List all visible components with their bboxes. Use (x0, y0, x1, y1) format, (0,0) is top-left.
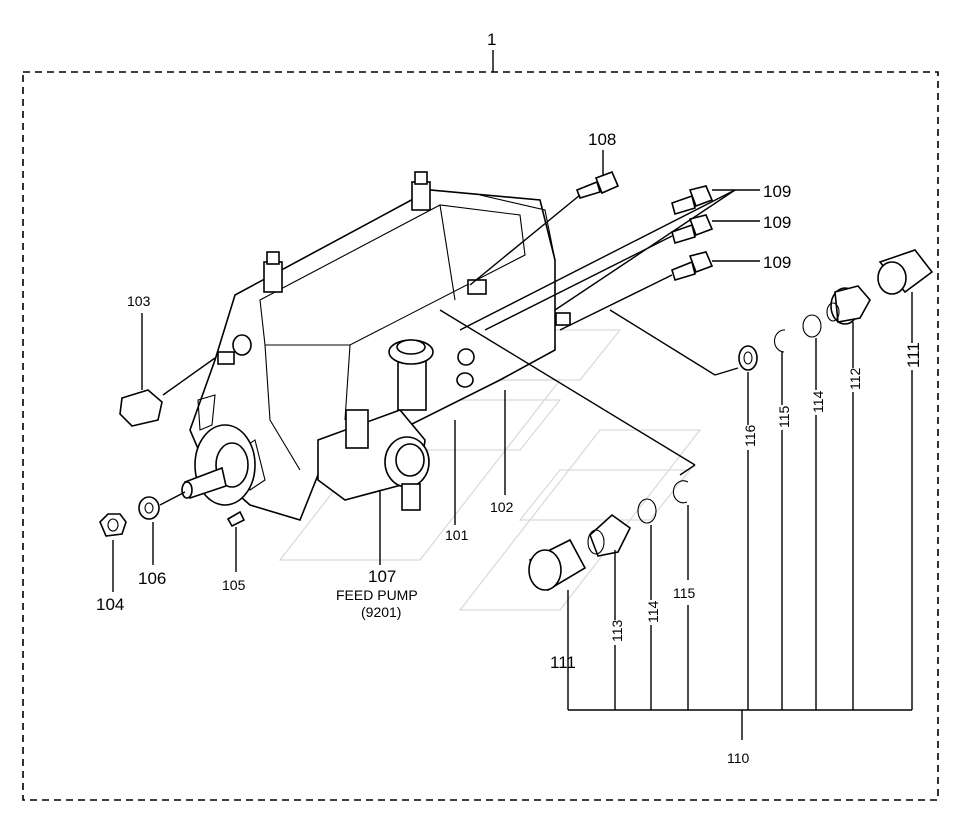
label-116: 116 (742, 424, 758, 447)
label-101: 101 (445, 527, 469, 543)
label-114-lower: 114 (645, 600, 661, 623)
label-112: 112 (847, 367, 863, 390)
label-108: 108 (588, 130, 616, 149)
assembly-frame (22, 71, 939, 801)
part-116-seal (738, 345, 758, 371)
feed-pump (317, 339, 434, 511)
part-108-bolt (575, 170, 620, 199)
injection-pump-body (181, 171, 571, 521)
part-113-nipple (587, 513, 632, 557)
feed-pump-code: (9201) (361, 604, 401, 620)
assembly-callout: 1 (487, 30, 496, 49)
label-115-upper: 115 (776, 405, 792, 428)
label-111-upper: 111 (904, 342, 923, 368)
label-111-lower: 111 (550, 653, 576, 672)
label-102: 102 (490, 499, 514, 515)
label-104: 104 (96, 595, 124, 614)
part-114-o-ring-lower (637, 498, 657, 524)
part-115-snap-ring-upper (773, 329, 786, 353)
label-106: 106 (138, 569, 166, 588)
part-109-bolts (671, 185, 714, 281)
label-110: 110 (727, 750, 750, 766)
part-111-sleeve-upper (877, 249, 934, 295)
label-109-a: 109 (763, 182, 791, 201)
label-103: 103 (127, 293, 151, 309)
part-111-sleeve-lower (528, 538, 587, 592)
label-109-c: 109 (763, 253, 791, 272)
part-112-nipple (826, 285, 871, 325)
label-115-lower: 115 (673, 585, 696, 601)
label-105: 105 (222, 577, 246, 593)
feed-pump-name: FEED PUMP (336, 587, 418, 603)
part-114-o-ring-upper (802, 314, 822, 338)
leader-lines (112, 150, 913, 740)
label-114-upper: 114 (810, 390, 826, 413)
label-107: 107 (368, 567, 396, 586)
part-115-snap-ring-lower (672, 480, 689, 504)
label-113: 113 (609, 619, 625, 642)
part-104-nut (99, 513, 127, 537)
part-103-cap (119, 389, 163, 427)
label-109-b: 109 (763, 213, 791, 232)
part-105-key (226, 510, 246, 528)
part-106-washer (138, 496, 160, 520)
